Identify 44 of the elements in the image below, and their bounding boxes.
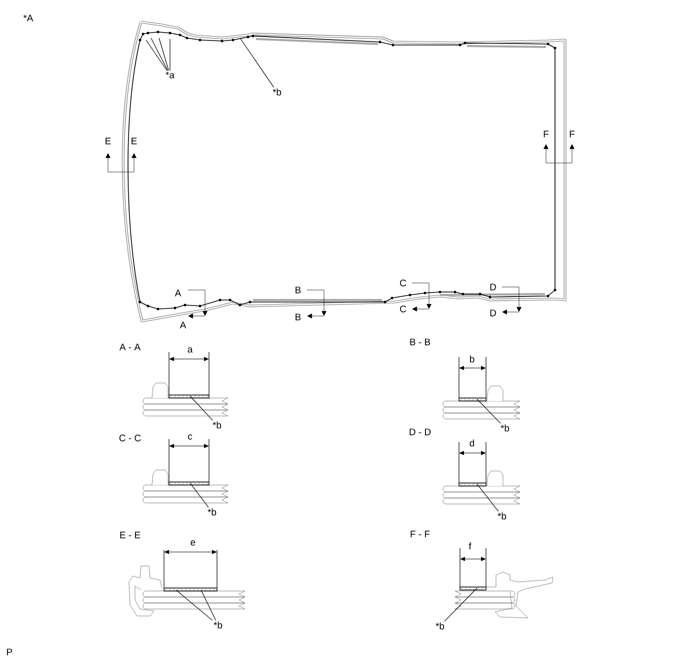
section-letter: D — [490, 284, 496, 290]
section-letter: B — [296, 314, 301, 320]
section-letter: A — [180, 322, 186, 328]
callout-label: *b — [214, 622, 222, 628]
callout-label: *b — [208, 508, 216, 516]
leader-line — [200, 590, 216, 621]
dimension-label: a — [188, 347, 193, 353]
dimension-label: c — [188, 434, 192, 440]
section-letter: F — [570, 130, 575, 138]
leader-line — [150, 38, 168, 71]
dimension-label: d — [470, 440, 474, 446]
callout-label: *b — [272, 88, 282, 96]
leader-line — [176, 590, 213, 621]
section-letter: A — [174, 290, 182, 296]
section-letter: D — [490, 310, 496, 316]
callout-label: *a — [166, 72, 174, 78]
section-title: E - E — [120, 532, 140, 538]
section-title: F - F — [410, 530, 430, 538]
section-title: D - D — [410, 428, 431, 436]
section-letter: F — [544, 130, 549, 138]
dimension-label: b — [470, 356, 474, 362]
leader-line — [146, 40, 168, 71]
section-title: A - A — [119, 344, 141, 350]
leader-line — [476, 398, 501, 424]
section-letter: C — [400, 306, 406, 312]
leader-line — [444, 588, 478, 622]
dimension-label: e — [190, 540, 196, 546]
callout-label: *b — [436, 622, 444, 630]
leader-line — [190, 396, 213, 421]
section-title: B - B — [410, 338, 430, 346]
callout-label: *b — [212, 422, 222, 428]
code-label: P — [7, 648, 12, 656]
section-letter: B — [296, 286, 301, 294]
dimension-label: f — [468, 542, 472, 550]
leader-line — [158, 38, 169, 71]
section-letter: E — [132, 138, 137, 144]
section-title: C - C — [119, 434, 141, 442]
callout-label: *b — [498, 512, 506, 520]
leader-line — [476, 484, 499, 512]
callout-label: *b — [500, 424, 510, 432]
section-letter: E — [106, 138, 111, 144]
section-letter: C — [400, 280, 406, 286]
view-label: *A — [23, 14, 34, 22]
leader-line — [240, 38, 274, 88]
